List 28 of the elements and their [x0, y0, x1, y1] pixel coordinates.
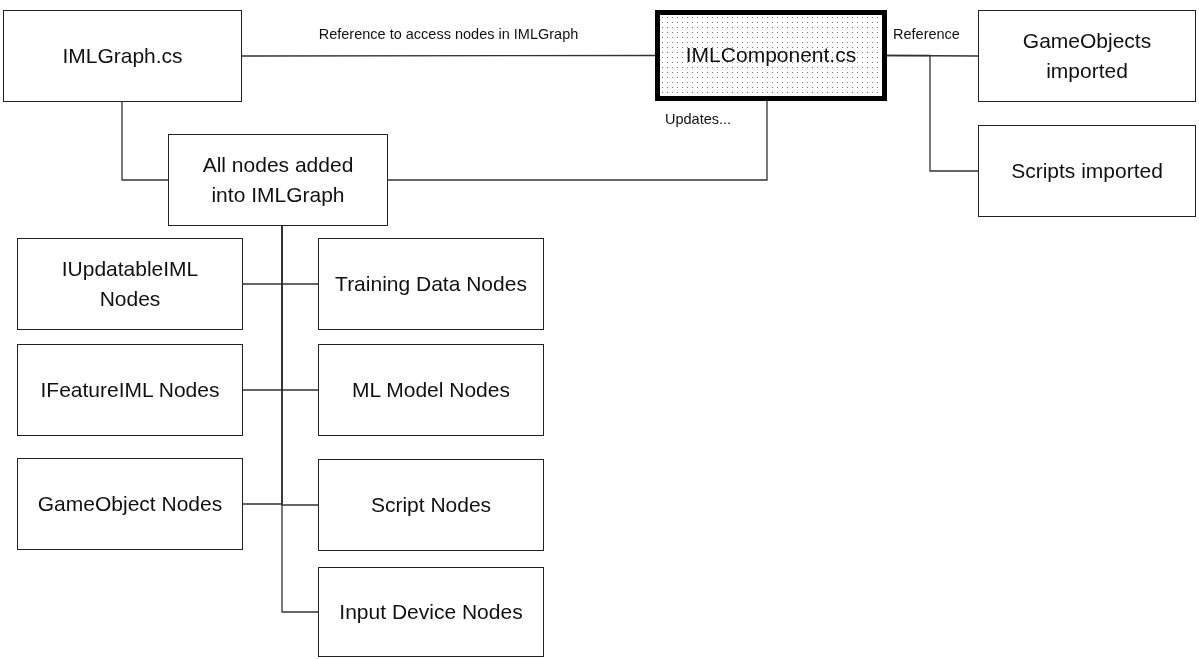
process-box	[318, 344, 544, 436]
process-box	[17, 238, 243, 330]
process-box	[318, 238, 544, 330]
process-box	[3, 10, 242, 102]
box-label: IMLComponent.cs	[685, 42, 857, 69]
process-box	[17, 458, 243, 550]
box-label: IUpdatableIML Nodes	[60, 255, 200, 312]
connector-line	[241, 54, 656, 57]
connector-line	[886, 54, 979, 172]
box-label: All nodes added into IMLGraph	[201, 151, 355, 208]
process-box	[318, 459, 544, 551]
highlighted-box	[655, 10, 887, 101]
box-label: Scripts imported	[1011, 157, 1163, 184]
box-label: GameObject Nodes	[37, 490, 223, 517]
box-label: Script Nodes	[370, 491, 492, 518]
connector-line	[387, 100, 768, 181]
process-box	[168, 134, 388, 226]
process-box	[318, 567, 544, 657]
box-label: Training Data Nodes	[335, 270, 527, 297]
process-box	[978, 125, 1196, 217]
box-label: IFeatureIML Nodes	[40, 376, 220, 403]
box-label: IMLGraph.cs	[62, 42, 183, 69]
box-label: Input Device Nodes	[339, 598, 523, 625]
box-label: GameObjects imported	[1021, 27, 1153, 84]
process-box	[978, 10, 1196, 102]
box-label: ML Model Nodes	[352, 376, 510, 403]
connector-line	[121, 101, 169, 181]
process-box	[17, 344, 243, 436]
